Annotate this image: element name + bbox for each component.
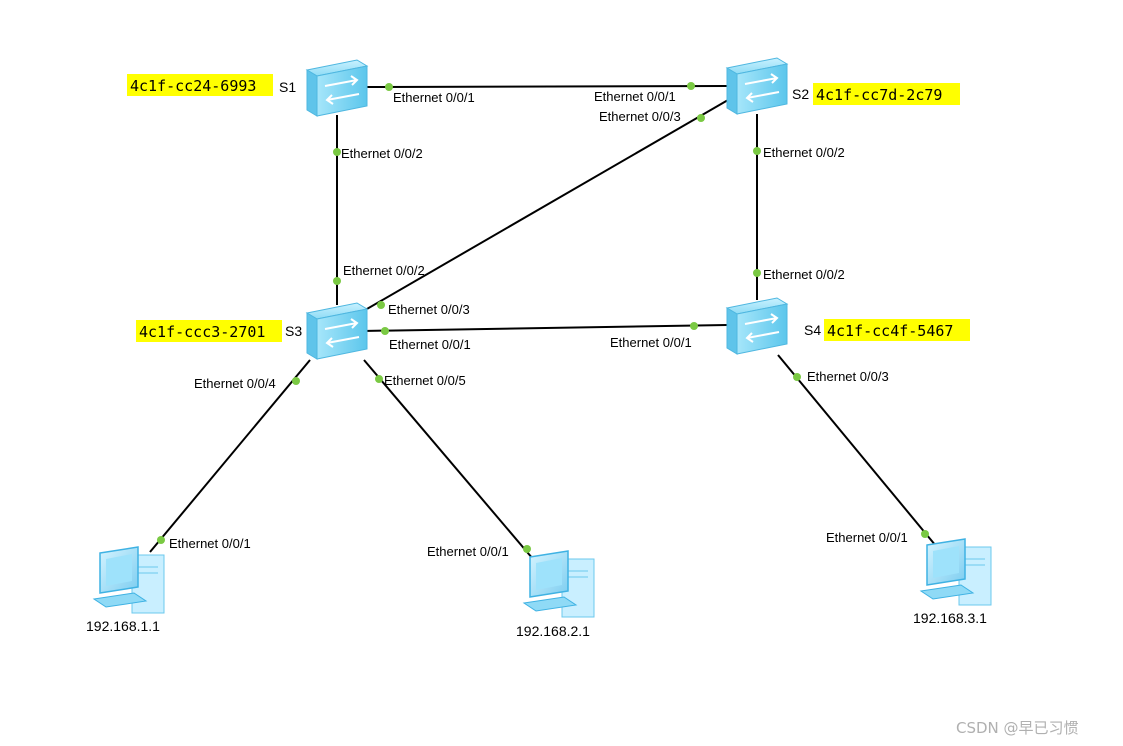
mac-highlight [136, 320, 282, 342]
mac-address-s1: 4c1f-cc24-6993 [130, 77, 256, 95]
port-labels: Ethernet 0/0/1 Ethernet 0/0/1 Ethernet 0… [169, 89, 908, 559]
port-label-pc1-e001: Ethernet 0/0/1 [169, 536, 251, 551]
port-label-s3-e001: Ethernet 0/0/1 [389, 337, 471, 352]
port-label-s4-e001: Ethernet 0/0/1 [610, 335, 692, 350]
switch-s2[interactable] [725, 57, 789, 115]
port-dot[interactable] [333, 277, 341, 285]
port-dot[interactable] [697, 114, 705, 122]
port-label-s3-e002: Ethernet 0/0/2 [343, 263, 425, 278]
port-dot[interactable] [381, 327, 389, 335]
port-dot[interactable] [333, 148, 341, 156]
switch-s1[interactable] [305, 59, 369, 117]
switch-name-s4: S4 [804, 322, 821, 338]
port-label-s3-e005: Ethernet 0/0/5 [384, 373, 466, 388]
port-label-s3-e004: Ethernet 0/0/4 [194, 376, 276, 391]
pc-icon[interactable] [92, 546, 165, 614]
port-dot[interactable] [753, 147, 761, 155]
arrows-icon [324, 318, 360, 348]
port-label-s1-e002: Ethernet 0/0/2 [341, 146, 423, 161]
pc-icon[interactable] [522, 550, 595, 618]
port-dot[interactable] [157, 536, 165, 544]
mac-highlight [127, 74, 273, 96]
switch-name-s2: S2 [792, 86, 809, 102]
port-label-s2-e002: Ethernet 0/0/2 [763, 145, 845, 160]
port-dot[interactable] [687, 82, 695, 90]
port-dot[interactable] [690, 322, 698, 330]
link-s1-s2[interactable] [364, 85, 728, 88]
port-label-s4-e003: Ethernet 0/0/3 [807, 369, 889, 384]
mac-highlight [813, 83, 960, 105]
port-label-pc2-e001: Ethernet 0/0/1 [427, 544, 509, 559]
mac-address-s2: 4c1f-cc7d-2c79 [816, 86, 942, 104]
switch-name-s1: S1 [279, 79, 296, 95]
port-dot[interactable] [375, 375, 383, 383]
arrows-icon [324, 75, 360, 105]
port-dot[interactable] [385, 83, 393, 91]
port-label-pc3-e001: Ethernet 0/0/1 [826, 530, 908, 545]
port-label-s2-e001: Ethernet 0/0/1 [594, 89, 676, 104]
host-ip-pc1: 192.168.1.1 [86, 618, 160, 634]
mac-highlight [824, 319, 970, 341]
link-s2-s3[interactable] [359, 99, 729, 314]
pc-icon[interactable] [919, 538, 992, 606]
port-dot[interactable] [921, 530, 929, 538]
switch-s3[interactable] [305, 302, 369, 360]
port-label-s2-e003: Ethernet 0/0/3 [599, 109, 681, 124]
port-label-s4-e002: Ethernet 0/0/2 [763, 267, 845, 282]
mac-address-s4: 4c1f-cc4f-5467 [827, 322, 953, 340]
arrows-icon [744, 73, 780, 103]
host-ip-pc2: 192.168.2.1 [516, 623, 590, 639]
switch-name-s3: S3 [285, 323, 302, 339]
link-s3-s4[interactable] [361, 324, 728, 332]
arrows-icon [744, 313, 780, 343]
port-dots [157, 82, 929, 553]
link-s3-pc2[interactable] [363, 359, 534, 560]
port-dot[interactable] [377, 301, 385, 309]
port-label-s3-e003: Ethernet 0/0/3 [388, 302, 470, 317]
port-dot[interactable] [292, 377, 300, 385]
mac-address-s3: 4c1f-ccc3-2701 [139, 323, 265, 341]
port-dot[interactable] [523, 545, 531, 553]
switch-s4[interactable] [725, 297, 789, 355]
host-ip-pc3: 192.168.3.1 [913, 610, 987, 626]
links [149, 85, 937, 560]
watermark: CSDN @早已习惯 [956, 719, 1079, 737]
link-s3-pc1[interactable] [149, 359, 311, 553]
port-label-s1-e001: Ethernet 0/0/1 [393, 90, 475, 105]
port-dot[interactable] [753, 269, 761, 277]
link-s4-pc3[interactable] [777, 354, 937, 547]
port-dot[interactable] [793, 373, 801, 381]
